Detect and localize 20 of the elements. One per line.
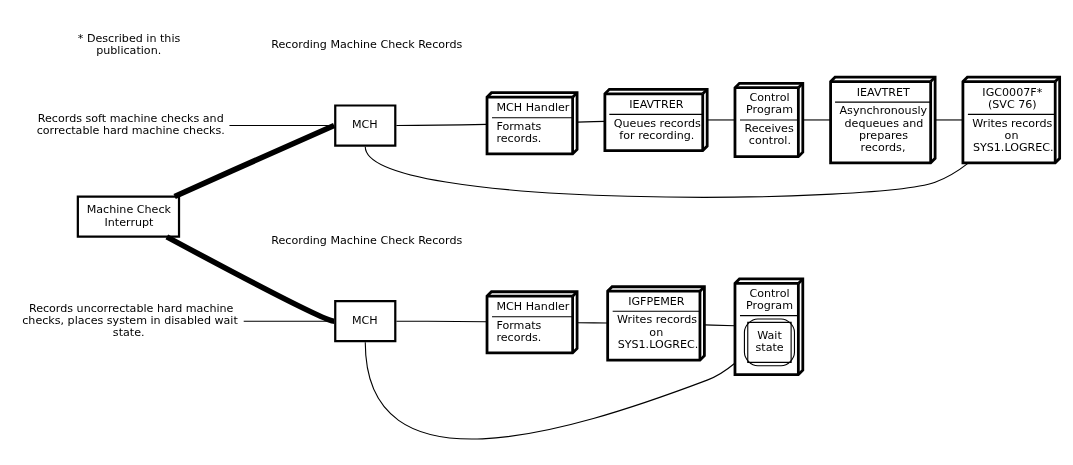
connector xyxy=(802,119,831,121)
connector xyxy=(934,119,964,121)
label: Recording Machine Check Records xyxy=(271,38,463,52)
node-box: MCH xyxy=(334,104,397,147)
connector xyxy=(576,120,606,123)
node-box: MCH xyxy=(334,300,397,343)
connector xyxy=(395,320,488,323)
label: Recording Machine Check Records xyxy=(271,233,463,247)
connector xyxy=(165,234,335,324)
connector xyxy=(706,119,736,121)
connector xyxy=(173,122,336,199)
connector xyxy=(704,324,736,327)
label: * Described in this publication. xyxy=(77,32,181,58)
node-box: Machine Check Interrupt xyxy=(76,195,181,238)
connector xyxy=(576,322,608,324)
node-text: Records soft machine checks and correctable hard machine checks. xyxy=(36,112,225,138)
connector xyxy=(364,341,736,440)
connector xyxy=(364,146,970,198)
node-text: Records uncorrectable hard machine checks, places system in disabled wait state. xyxy=(22,301,238,340)
connector xyxy=(395,123,488,127)
